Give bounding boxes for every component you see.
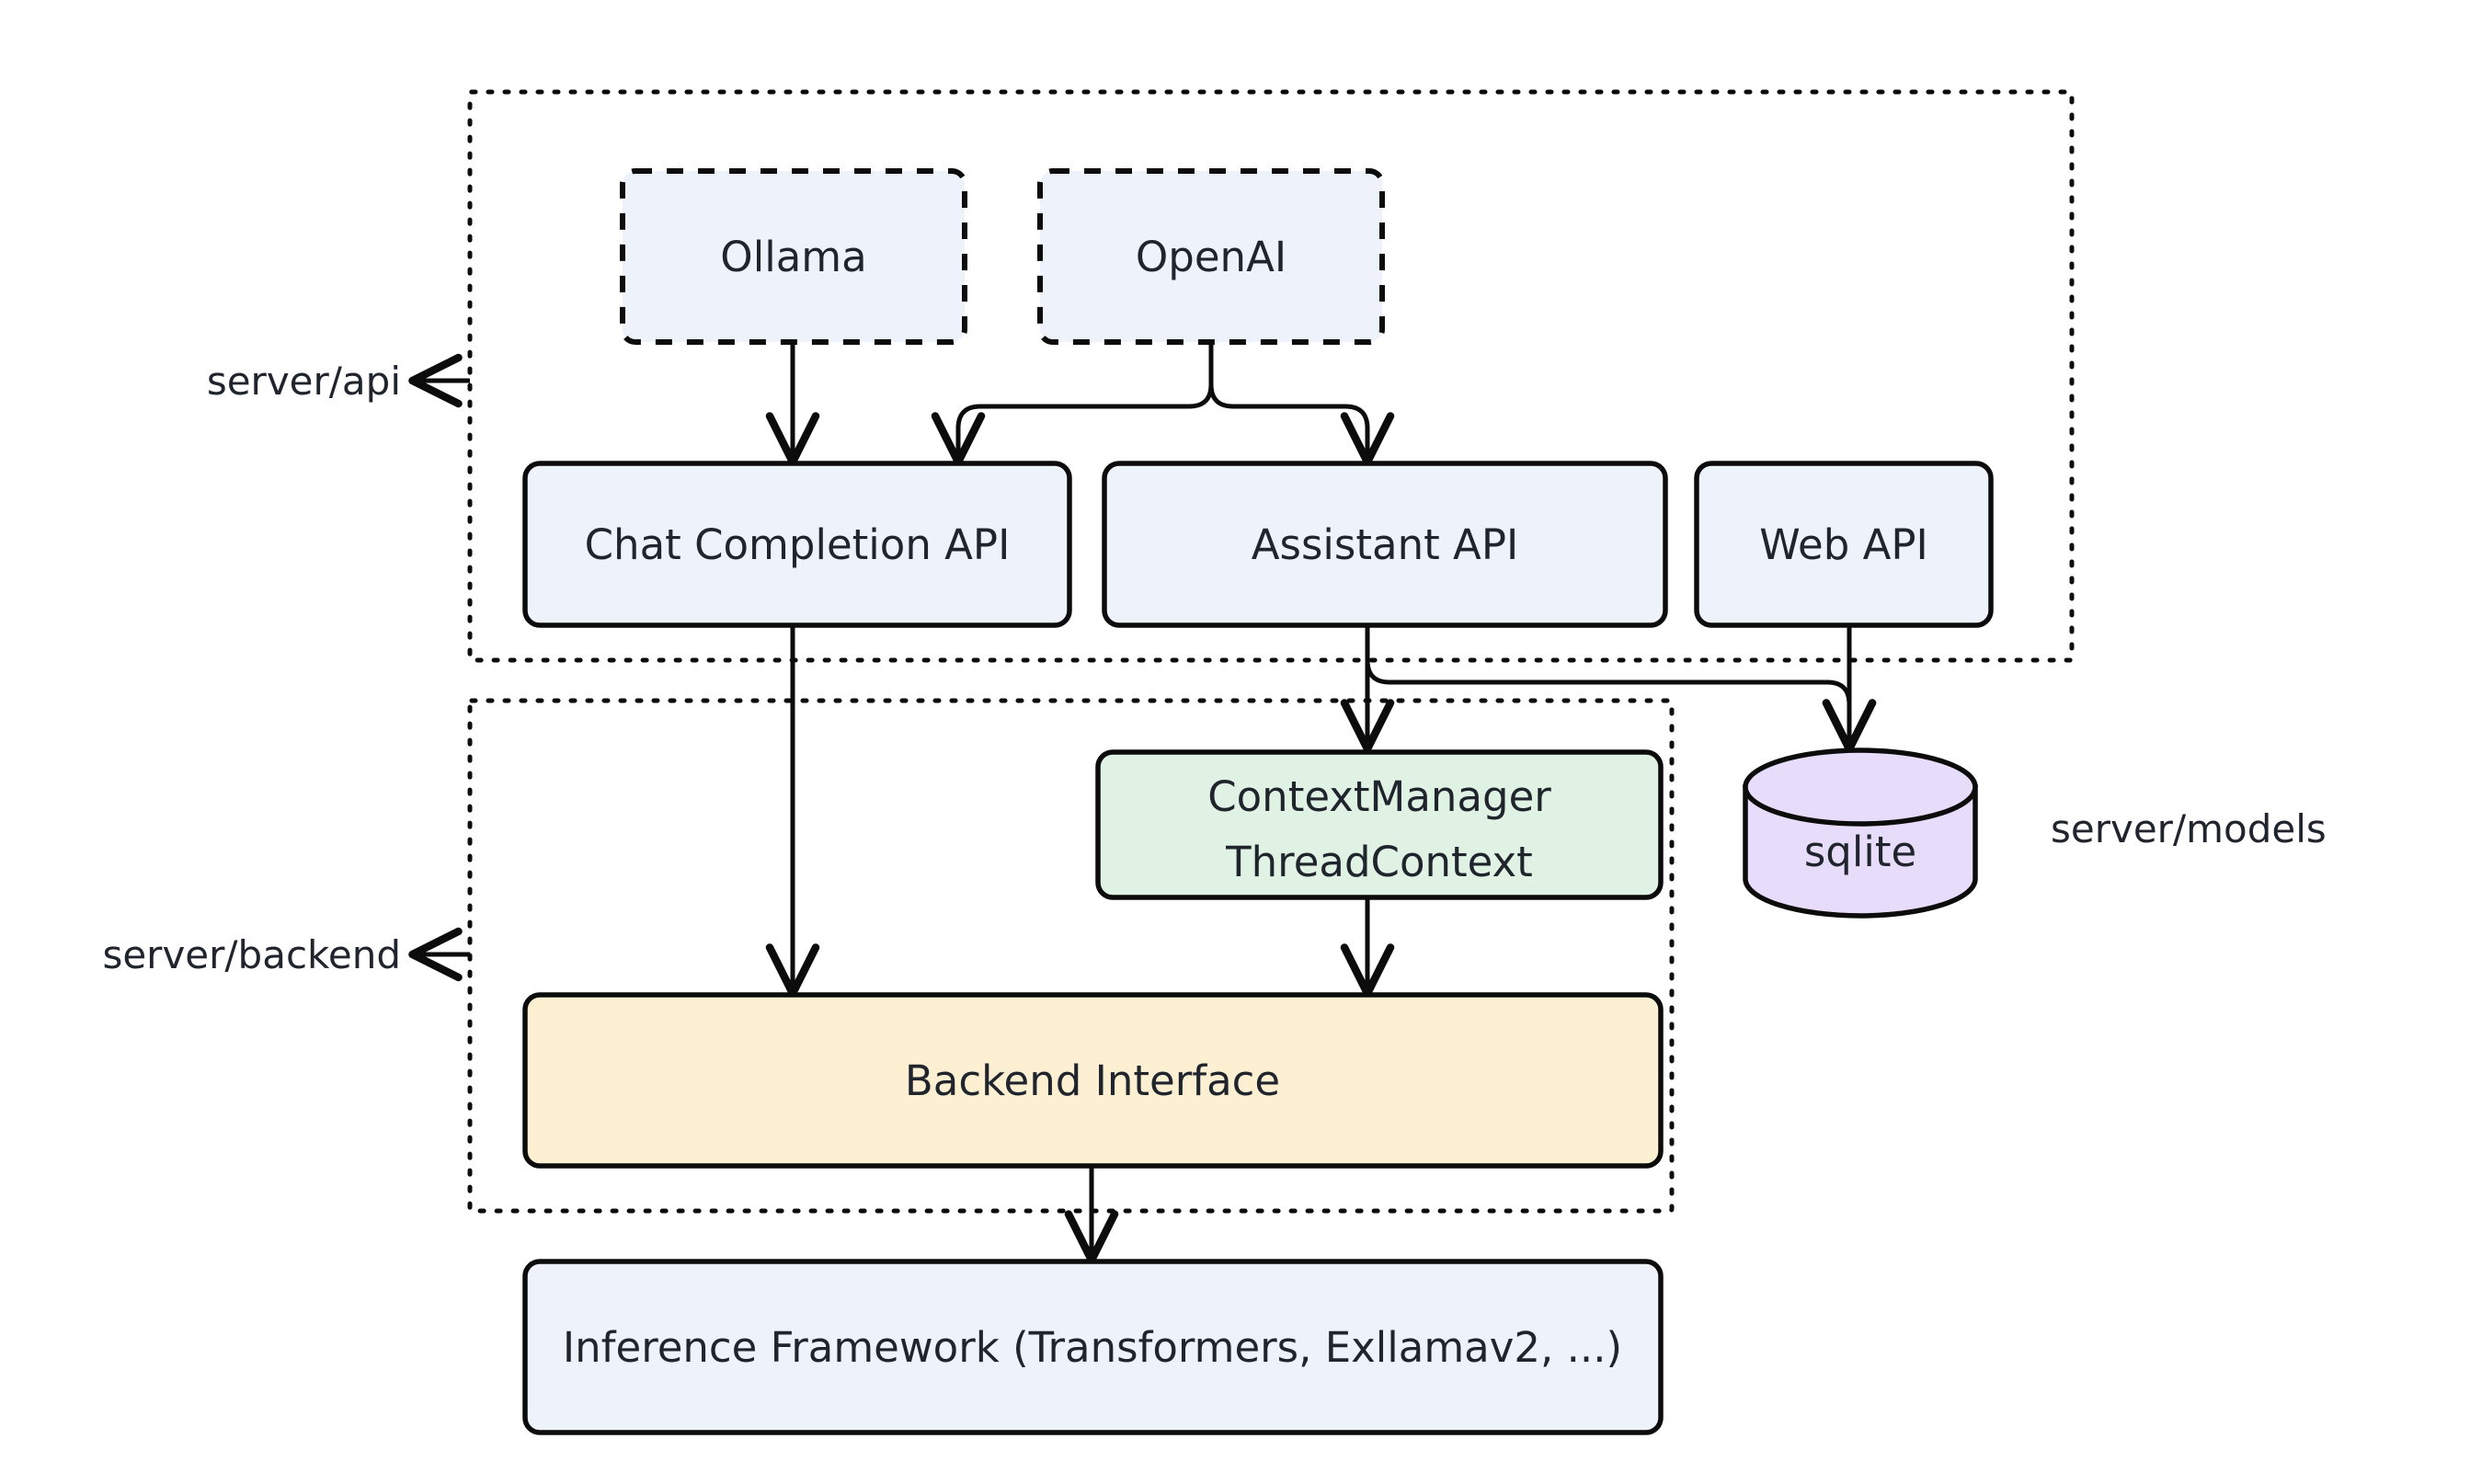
node-assistant-api-label: Assistant API: [1252, 520, 1519, 569]
node-sqlite[interactable]: sqlite: [1743, 748, 1978, 919]
node-openai[interactable]: OpenAI: [1037, 168, 1385, 345]
node-ollama-label: Ollama: [720, 233, 866, 281]
node-inference-framework[interactable]: Inference Framework (Transformers, Exlla…: [522, 1259, 1664, 1435]
node-context-manager-label-line2: ThreadContext: [1225, 838, 1533, 886]
cluster-backend-label: server/backend: [102, 932, 401, 977]
node-context-manager-label-line1: ContextManager: [1207, 772, 1551, 821]
edge-openai-to-assistant: [1208, 342, 1395, 466]
server-models-label: server/models: [2051, 806, 2327, 851]
node-openai-label: OpenAI: [1136, 233, 1286, 281]
node-assistant-api[interactable]: Assistant API: [1102, 461, 1668, 628]
node-web-api[interactable]: Web API: [1694, 461, 1994, 628]
node-chat-completion-api[interactable]: Chat Completion API: [522, 461, 1072, 628]
cluster-api-label: server/api: [207, 359, 401, 404]
cluster-api-border: [467, 89, 2075, 663]
node-sqlite-label: sqlite: [1804, 828, 1916, 876]
node-web-api-label: Web API: [1759, 520, 1928, 569]
edge-openai-to-chat-completion: [931, 342, 1214, 466]
node-backend-interface-label: Backend Interface: [905, 1056, 1280, 1105]
edge-assistant-to-sqlite: [1365, 625, 1877, 753]
node-ollama[interactable]: Ollama: [620, 168, 967, 345]
node-backend-interface[interactable]: Backend Interface: [522, 992, 1664, 1169]
node-inference-framework-label: Inference Framework (Transformers, Exlla…: [563, 1323, 1622, 1372]
node-chat-completion-api-label: Chat Completion API: [585, 520, 1011, 569]
node-context-manager[interactable]: ContextManager ThreadContext: [1095, 749, 1664, 900]
